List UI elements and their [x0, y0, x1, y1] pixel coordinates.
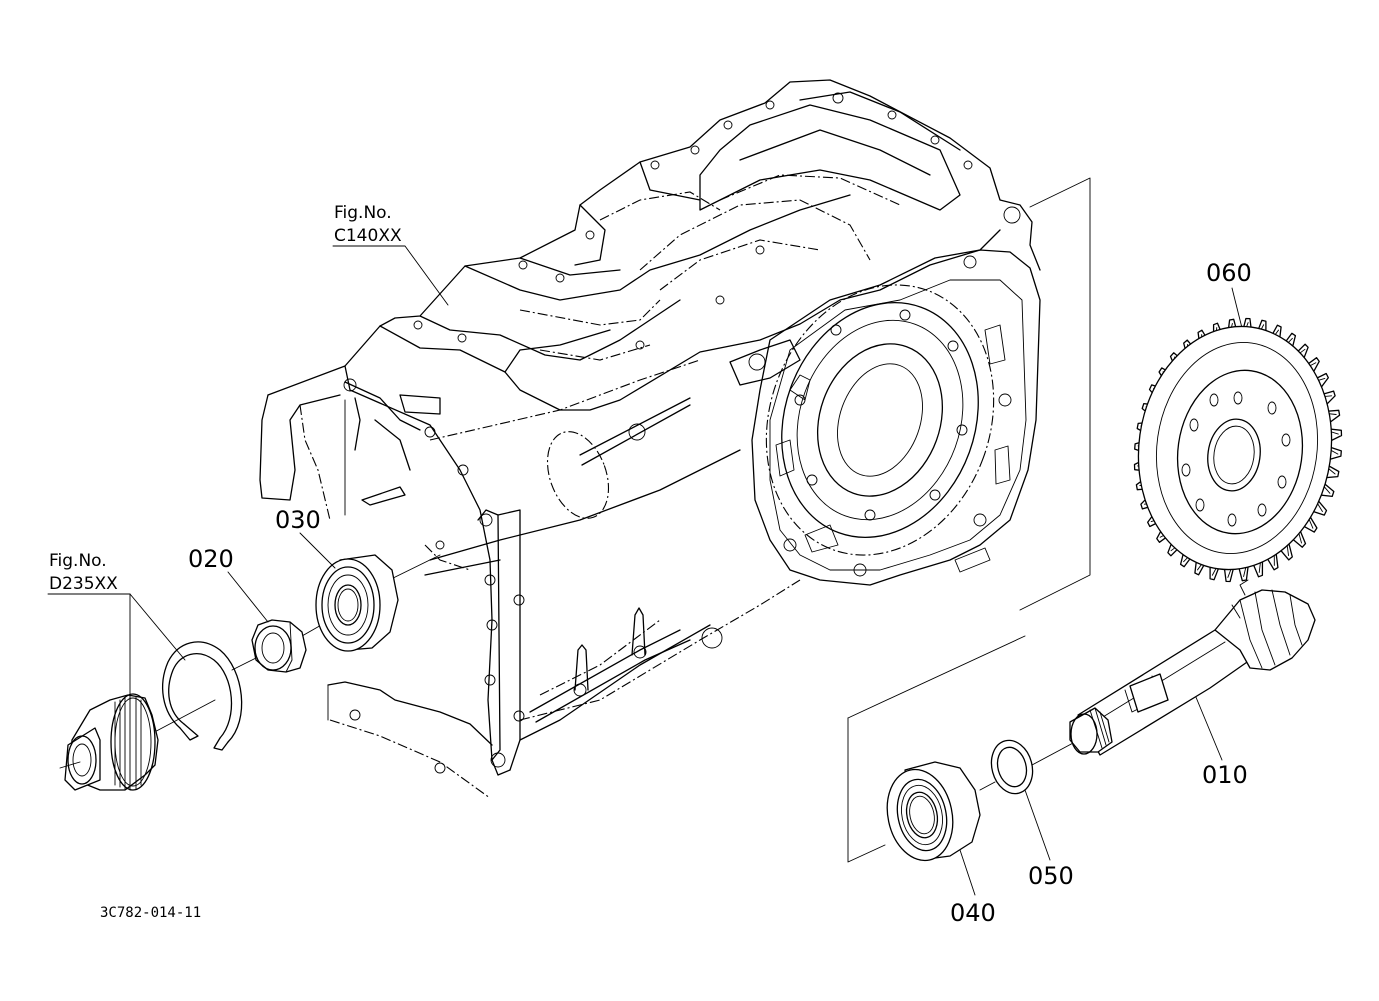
diagram-code: 3C782-014-11 [100, 905, 201, 921]
gear-bolt-hole [1257, 503, 1267, 517]
part-050-shim [990, 739, 1034, 795]
right-axis-lines [979, 741, 1076, 791]
part-040-bearing [886, 761, 981, 862]
gear-bolt-hole [1277, 475, 1287, 489]
part-010-pinion-shaft [1069, 579, 1316, 756]
part-060-bevel-gear [1133, 317, 1343, 583]
figure-ref-c140-line1: Fig.No. [334, 203, 392, 223]
part-020-lock-nut [251, 619, 307, 673]
figure-ref-d235-line2: D235XX [49, 574, 118, 594]
transmission-case-drawing [259, 79, 1041, 799]
part-label-020[interactable]: 020 [188, 545, 234, 573]
part-label-040[interactable]: 040 [950, 899, 996, 927]
part-030-bearing [315, 554, 399, 652]
gear-bolt-hole [1189, 418, 1199, 432]
figure-ref-c140[interactable]: Fig.No. C140XX [334, 203, 402, 246]
figure-ref-d235[interactable]: Fig.No. D235XX [49, 551, 118, 594]
gear-bolt-hole [1233, 391, 1243, 405]
gear-bolt-hole [1209, 393, 1219, 407]
coupling-d235 [59, 693, 159, 791]
part-label-050[interactable]: 050 [1028, 862, 1074, 890]
gear-bolt-hole [1281, 433, 1291, 447]
gear-bolt-hole [1227, 513, 1237, 527]
part-label-030[interactable]: 030 [275, 506, 321, 534]
leader-lines [47, 177, 1244, 896]
part-label-010[interactable]: 010 [1202, 761, 1248, 789]
part-label-060[interactable]: 060 [1206, 259, 1252, 287]
circlip [162, 641, 243, 751]
figure-ref-d235-line1: Fig.No. [49, 551, 107, 571]
figure-ref-c140-line2: C140XX [334, 226, 402, 246]
gear-bolt-hole [1195, 498, 1205, 512]
gear-bolt-hole [1181, 463, 1191, 477]
gear-bolt-hole [1267, 401, 1277, 415]
